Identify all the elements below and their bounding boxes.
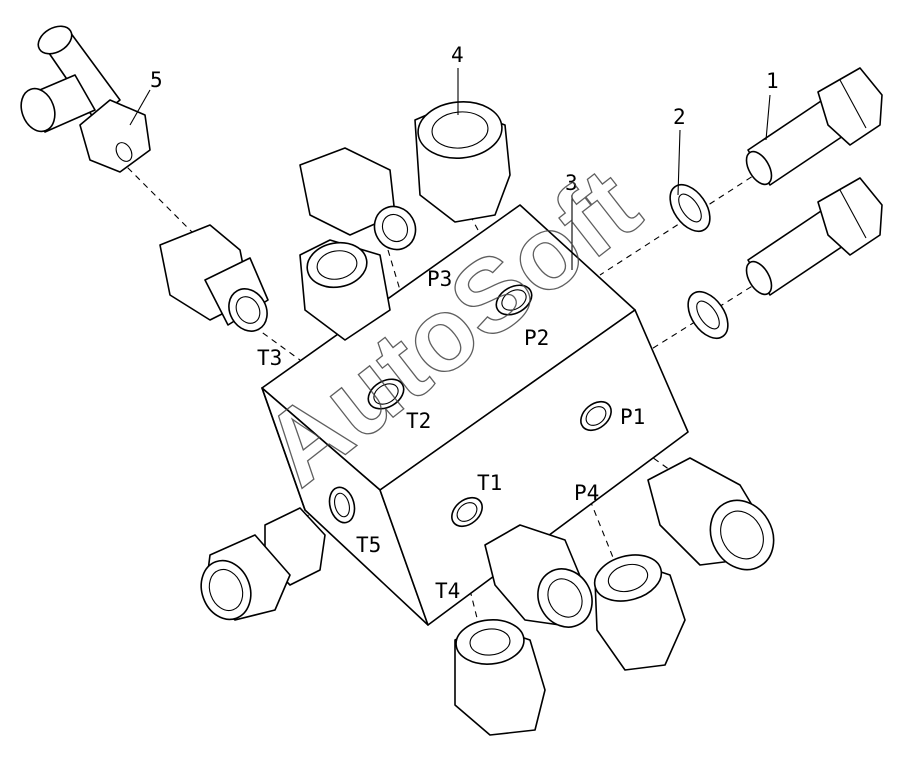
fitting-t5 [200,507,326,621]
fitting-4 [414,101,511,223]
port-label-p3: P3 [427,267,452,291]
washer-lower [687,291,729,339]
port-labels: P1 P2 P3 P4 T1 T2 T3 T4 T5 [257,267,645,603]
port-label-p2: P2 [524,326,549,350]
port-label-p1: P1 [620,405,645,429]
block-ports [328,284,612,528]
callout-leaders [129,68,771,270]
callout-5: 5 [150,68,163,92]
fitting-p4 [593,554,686,671]
fitting-t3 [159,224,269,332]
washer-upper [669,184,711,232]
callout-1: 1 [766,69,779,93]
port-label-t2: T2 [406,409,431,433]
port-label-p4: P4 [574,481,599,505]
fitting-t2 [299,239,391,341]
callout-4: 4 [451,43,464,67]
port-label-t1: T1 [477,471,502,495]
bolt-upper [745,67,883,186]
tee-fitting [20,25,151,173]
callout-2: 2 [673,105,686,129]
fitting-t1 [484,524,593,628]
fitting-t4 [454,619,546,736]
callout-numbers: 1 2 3 4 5 [150,43,779,195]
port-label-t5: T5 [356,533,381,557]
port-label-t4: T4 [435,579,460,603]
callout-3: 3 [565,171,578,195]
fitting-p3 [299,147,417,251]
bolt-lower [745,177,883,296]
port-label-t3: T3 [257,346,282,370]
fitting-p1 [647,457,775,571]
